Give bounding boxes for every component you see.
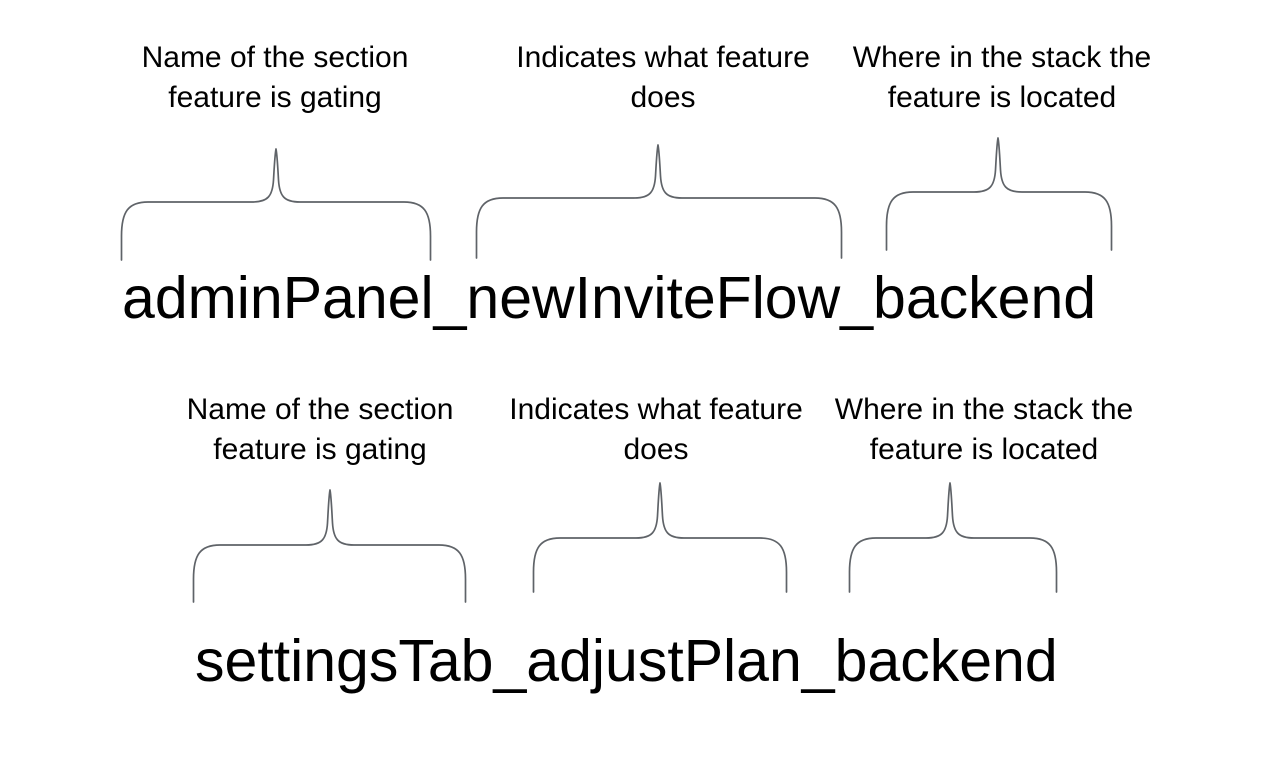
- annotation-line: does: [623, 433, 689, 466]
- flag-name-text-1: adminPanel_newInviteFlow_backend: [122, 265, 1097, 331]
- annotation-feature-action-2: Indicates what feature does: [509, 390, 803, 470]
- annotation-line: feature is gating: [213, 433, 427, 466]
- curly-brace-section-2: [192, 488, 467, 604]
- annotation-line: Indicates what feature: [509, 393, 803, 426]
- curly-brace-stack-2: [848, 481, 1058, 594]
- annotation-stack-location-1: Where in the stack the feature is locate…: [853, 38, 1151, 118]
- curly-brace-feature-1: [475, 143, 843, 260]
- annotation-line: feature is located: [887, 81, 1117, 114]
- annotation-section-name-1: Name of the section feature is gating: [142, 38, 409, 118]
- annotation-line: feature is gating: [168, 81, 382, 114]
- annotation-line: Indicates what feature: [516, 41, 810, 74]
- curly-brace-section-1: [120, 147, 432, 262]
- annotation-line: Name of the section: [186, 393, 454, 426]
- annotation-line: does: [630, 81, 696, 114]
- curly-brace-feature-2: [532, 481, 788, 594]
- flag-name-text-2: settingsTab_adjustPlan_backend: [195, 628, 1058, 694]
- annotation-line: feature is located: [869, 433, 1099, 466]
- annotation-line: Name of the section: [141, 41, 409, 74]
- annotation-section-name-2: Name of the section feature is gating: [187, 390, 454, 470]
- annotation-stack-location-2: Where in the stack the feature is locate…: [835, 390, 1133, 470]
- annotation-feature-action-1: Indicates what feature does: [516, 38, 810, 118]
- annotation-line: Where in the stack the: [852, 41, 1152, 74]
- curly-brace-stack-1: [885, 136, 1113, 252]
- annotation-line: Where in the stack the: [834, 393, 1134, 426]
